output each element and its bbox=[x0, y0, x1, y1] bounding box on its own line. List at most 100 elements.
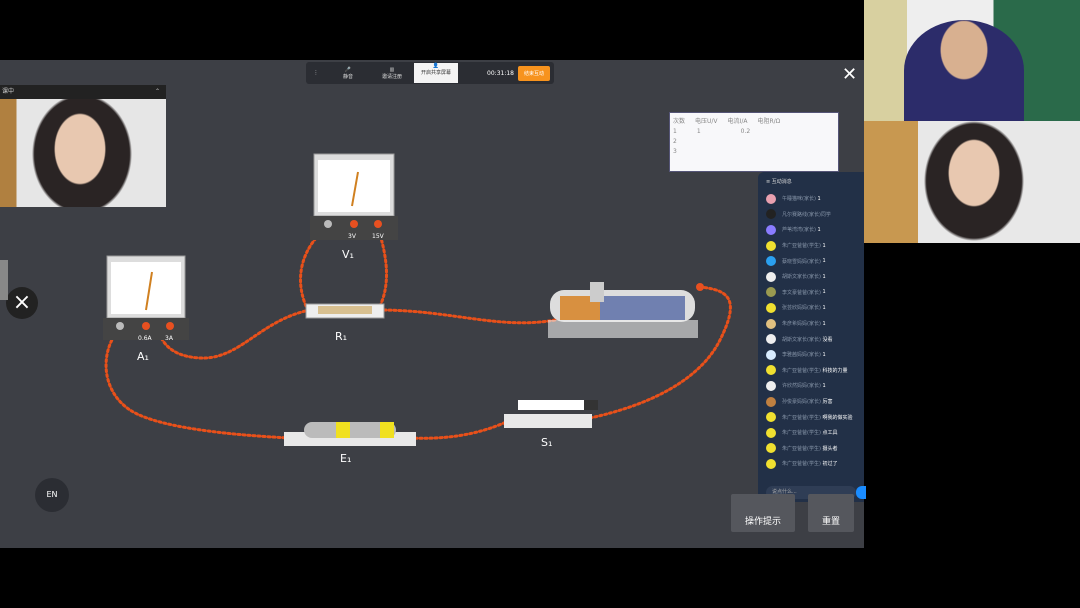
message-text: 1 bbox=[822, 320, 826, 327]
collapse-icon[interactable]: ⌃ bbox=[154, 88, 160, 95]
message-text: 点工具 bbox=[822, 430, 838, 437]
share-screen-button[interactable]: 👤开启共享屏幕 bbox=[414, 63, 458, 83]
invite-label: 邀请注册 bbox=[381, 73, 402, 80]
avatar bbox=[766, 458, 776, 469]
sender: 许欣然妈妈(家长) bbox=[782, 383, 821, 390]
th: 电流I/A bbox=[727, 118, 748, 125]
meeting-toolbar: ⋮ 🎤静音 ▥邀请注册 👤开启共享屏幕 00:31:18 结束互动 bbox=[306, 62, 554, 84]
td: 1 bbox=[696, 128, 701, 135]
chat-message: 胡斯文家长(家长) 1 bbox=[758, 269, 864, 285]
message-text: 没看 bbox=[822, 336, 833, 343]
chat-message: 芦苇湾湾(家长) 1 bbox=[758, 222, 864, 238]
sender: 张芸欣妈妈(家长) bbox=[782, 305, 821, 312]
circuit bbox=[103, 153, 732, 446]
avatar bbox=[766, 271, 776, 282]
sender: 朱广亚爸爸(学生) bbox=[782, 461, 821, 468]
chat-message: 孙俊豪妈妈(家长) 厉害 bbox=[758, 394, 864, 410]
avatar bbox=[766, 287, 776, 298]
sender: 李雅茜妈妈(家长) bbox=[782, 352, 821, 359]
reset-button[interactable]: 重置 bbox=[808, 494, 854, 532]
side-expand-handle[interactable] bbox=[0, 260, 8, 300]
td: 1 bbox=[673, 128, 677, 135]
sender: 午睡猫咪(家长) bbox=[782, 196, 816, 203]
timer: 00:31:18 bbox=[487, 69, 514, 77]
message-text: 1 bbox=[817, 226, 821, 233]
th: 电压U/V bbox=[695, 118, 718, 125]
chat-message: 朱广亚爸爸(学生) 初过了 bbox=[758, 456, 864, 472]
close-circle-icon[interactable]: × bbox=[6, 287, 38, 319]
avatar bbox=[766, 318, 776, 329]
left-video: 课中⌃ bbox=[0, 85, 166, 207]
teacher-face bbox=[904, 20, 1024, 121]
sender: 朱广亚爸爸(学生) bbox=[782, 367, 821, 374]
message-text: 1 bbox=[822, 289, 826, 296]
reset-label: 重置 bbox=[821, 517, 840, 527]
student-face bbox=[0, 99, 166, 207]
chat-message: 朱广亚爸爸(学生) 点工具 bbox=[758, 425, 864, 441]
sender: 朱广亚爸爸(学生) bbox=[782, 414, 821, 421]
avatar bbox=[766, 365, 776, 376]
list-icon: ≡ bbox=[766, 179, 772, 185]
ammeter bbox=[103, 255, 189, 340]
message-text: 1 bbox=[822, 242, 826, 249]
sender: 孙俊豪妈妈(家长) bbox=[782, 399, 821, 406]
sender: 李文豪爸爸(家长) bbox=[782, 289, 821, 296]
student-video bbox=[864, 121, 1080, 243]
message-text: 啊我的做实验 bbox=[822, 414, 853, 421]
rheostat bbox=[548, 282, 704, 338]
message-text: 科技的力量 bbox=[822, 367, 848, 374]
avatar bbox=[766, 443, 776, 454]
voltmeter bbox=[310, 153, 398, 240]
student-face bbox=[914, 121, 1034, 243]
avatar bbox=[766, 349, 776, 360]
menu-icon[interactable]: ⋮ bbox=[313, 70, 319, 76]
hint-button[interactable]: 操作提示 bbox=[731, 494, 795, 532]
th: 电阻R/Ω bbox=[757, 118, 781, 125]
sender: 胡斯文家长(家长) bbox=[782, 336, 821, 343]
sender: 蔡晓雪妈妈(家长) bbox=[782, 258, 821, 265]
data-table: 次数 电压U/V 电流I/A 电阻R/Ω 1 1 0.2 2 3 bbox=[669, 112, 839, 172]
message-text: 1 bbox=[822, 304, 826, 311]
avatar bbox=[766, 240, 776, 251]
resistor bbox=[305, 303, 385, 319]
sender: 芦苇湾湾(家长) bbox=[782, 227, 816, 234]
sender: 凡尔赛路线(家长)同学 bbox=[782, 211, 831, 218]
avatar bbox=[766, 396, 776, 407]
avatar bbox=[766, 256, 776, 267]
end-button[interactable]: 结束互动 bbox=[517, 65, 550, 81]
sender: 朱广亚爸爸(学生) bbox=[782, 243, 821, 250]
td: 2 bbox=[673, 138, 677, 145]
message-text: 摄头者 bbox=[822, 445, 838, 452]
td: 3 bbox=[673, 148, 677, 155]
range: 0.6A bbox=[138, 335, 152, 342]
send-button[interactable] bbox=[856, 486, 866, 499]
chat-title: 互动消息 bbox=[771, 179, 792, 185]
share-label: 开启共享屏幕 bbox=[420, 70, 451, 76]
chat-message: 张芸欣妈妈(家长) 1 bbox=[758, 300, 864, 316]
chat-message: 朱广亚爸爸(学生) 科技的力量 bbox=[758, 363, 864, 379]
chat-message: 李文豪爸爸(家长) 1 bbox=[758, 285, 864, 301]
battery-label: E₁ bbox=[340, 452, 352, 465]
chat-message: 朱广亚爸爸(学生) 啊我的做实验 bbox=[758, 409, 864, 425]
avatar bbox=[766, 427, 776, 438]
chat-message: 朱广亚爸爸(学生) 1 bbox=[758, 238, 864, 254]
invite-button[interactable]: ▥邀请注册 bbox=[381, 66, 402, 80]
language-button[interactable]: EN bbox=[35, 478, 69, 512]
chat-message: 凡尔赛路线(家长)同学 bbox=[758, 207, 864, 223]
avatar bbox=[766, 412, 776, 423]
chat-message: 许欣然妈妈(家长) 1 bbox=[758, 378, 864, 394]
mute-button[interactable]: 🎤静音 bbox=[342, 66, 353, 80]
th: 次数 bbox=[673, 118, 686, 125]
message-text: 1 bbox=[822, 351, 826, 358]
battery bbox=[284, 422, 416, 446]
close-icon[interactable]: ✕ bbox=[842, 64, 858, 85]
teacher-video bbox=[864, 0, 1080, 121]
td: 0.2 bbox=[740, 128, 751, 135]
message-text: 1 bbox=[817, 195, 821, 202]
message-text: 厉害 bbox=[822, 399, 833, 406]
avatar bbox=[766, 380, 776, 391]
chat-message: 朱彦希妈妈(家长) 1 bbox=[758, 316, 864, 332]
avatar bbox=[766, 224, 776, 235]
message-text: 1 bbox=[822, 382, 826, 389]
